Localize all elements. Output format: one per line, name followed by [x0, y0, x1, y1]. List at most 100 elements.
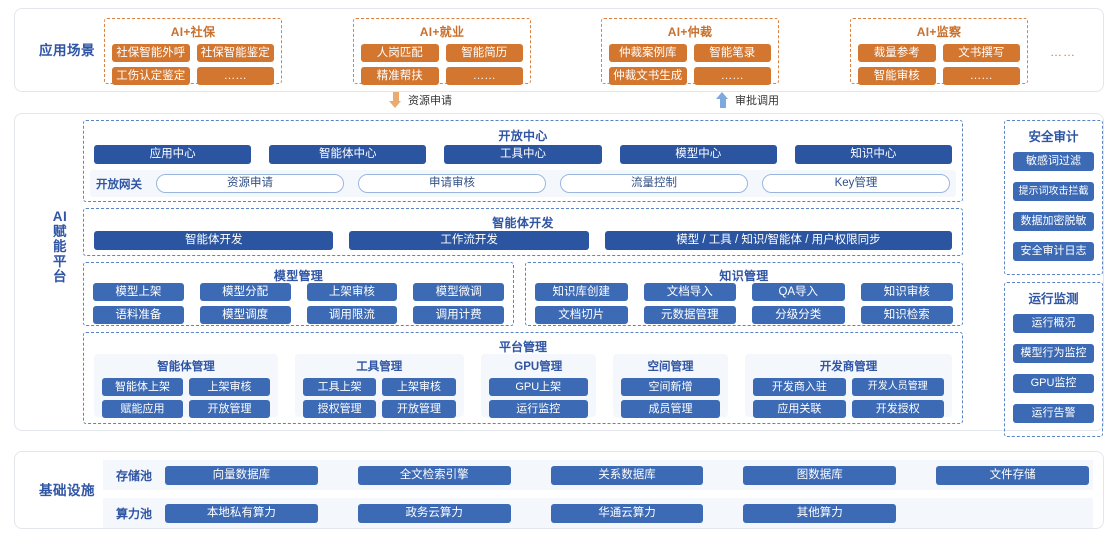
open-center-title: 开放中心	[498, 129, 548, 143]
scenario-chip[interactable]: 文书撰写	[942, 44, 1020, 62]
runtime-monitor-item[interactable]: GPU监控	[1013, 374, 1094, 393]
gateway-item[interactable]: Key管理	[762, 174, 950, 193]
infrastructure-card: 基础设施 存储池 向量数据库 全文检索引擎 关系数据库 图数据库 文件存储 算力…	[14, 451, 1104, 529]
model-mgmt-item[interactable]: 上架审核	[306, 283, 398, 301]
column-buttons: 工具上架 上架审核 授权管理 开放管理	[302, 378, 456, 418]
scenario-chip[interactable]: 工伤认定鉴定	[112, 67, 190, 85]
scenario-chip[interactable]: 社保智能外呼	[112, 44, 190, 62]
infrastructure-item[interactable]: 关系数据库	[550, 465, 704, 485]
scenario-chip[interactable]: 仲裁案例库	[609, 44, 687, 62]
security-audit-panel: 安全审计 敏感词过滤 提示词攻击拦截 数据加密脱敏 安全审计日志	[1004, 120, 1103, 275]
model-mgmt-item[interactable]: 模型上架	[93, 283, 184, 301]
knowledge-mgmt-item[interactable]: 文档导入	[643, 283, 736, 301]
open-gateway-label: 开放网关	[96, 178, 142, 191]
agent-dev-title: 智能体开发	[492, 216, 554, 230]
model-mgmt-item[interactable]: 模型分配	[199, 283, 291, 301]
model-mgmt-item[interactable]: 调用限流	[306, 306, 398, 324]
platform-mgmt-item[interactable]: GPU上架	[488, 378, 588, 396]
security-audit-item[interactable]: 安全审计日志	[1013, 242, 1094, 261]
scenario-chip[interactable]: 智能简历	[445, 44, 523, 62]
scenario-row: 仲裁案例库 智能笔录	[609, 44, 771, 62]
scenario-chip[interactable]: 精准帮扶	[361, 67, 439, 85]
scenario-chip[interactable]: 智能审核	[858, 67, 936, 85]
platform-label-char: 赋	[53, 224, 67, 240]
security-audit-item[interactable]: 提示词攻击拦截	[1013, 182, 1094, 201]
gateway-item[interactable]: 资源申请	[156, 174, 344, 193]
scenario-group-title: AI+就业	[419, 25, 465, 39]
knowledge-mgmt-item[interactable]: 知识库创建	[535, 283, 628, 301]
model-mgmt-item[interactable]: 模型调度	[199, 306, 291, 324]
open-center-item[interactable]: 模型中心	[619, 145, 777, 164]
knowledge-mgmt-item[interactable]: 分级分类	[752, 306, 845, 324]
scenario-chip-more[interactable]: ……	[693, 67, 771, 85]
infrastructure-item[interactable]: 文件存储	[936, 465, 1089, 485]
scenario-chip-more[interactable]: ……	[942, 67, 1020, 85]
platform-mgmt-item[interactable]: 运行监控	[488, 400, 588, 418]
agent-dev-item[interactable]: 智能体开发	[94, 231, 334, 250]
platform-mgmt-item[interactable]: 开发商入驻	[753, 378, 846, 396]
infrastructure-item[interactable]: 其他算力	[743, 503, 897, 523]
platform-mgmt-item[interactable]: 上架审核	[188, 378, 270, 396]
platform-mgmt-item[interactable]: 智能体上架	[102, 378, 183, 396]
platform-mgmt-item[interactable]: 空间新增	[620, 378, 721, 396]
scenario-chip[interactable]: 社保智能鉴定	[196, 44, 274, 62]
agent-dev-item[interactable]: 模型 / 工具 / 知识/智能体 / 用户权限同步	[604, 231, 952, 250]
infrastructure-item[interactable]: 全文检索引擎	[357, 465, 511, 485]
scenario-chip-more[interactable]: ……	[445, 67, 523, 85]
scenario-chip[interactable]: 裁量参考	[858, 44, 936, 62]
model-mgmt-block: 模型管理 模型上架 模型分配 上架审核 模型微调 语料准备 模型调度 调用限流 …	[83, 262, 514, 326]
platform-mgmt-item[interactable]: 上架审核	[382, 378, 456, 396]
security-audit-item[interactable]: 敏感词过滤	[1013, 152, 1094, 171]
platform-mgmt-item[interactable]: 开发人员管理	[851, 378, 944, 396]
knowledge-mgmt-item[interactable]: 知识检索	[860, 306, 953, 324]
storage-pool-row: 存储池 向量数据库 全文检索引擎 关系数据库 图数据库 文件存储	[103, 460, 1093, 490]
scenario-chip-more[interactable]: ……	[196, 67, 274, 85]
scenario-row: 裁量参考 文书撰写	[858, 44, 1020, 62]
knowledge-mgmt-item[interactable]: 文档切片	[535, 306, 628, 324]
model-mgmt-item[interactable]: 调用计费	[413, 306, 504, 324]
open-center-item[interactable]: 工具中心	[444, 145, 602, 164]
open-center-item[interactable]: 智能体中心	[269, 145, 427, 164]
infrastructure-item[interactable]: 政务云算力	[357, 503, 511, 523]
scenario-chip[interactable]: 智能笔录	[693, 44, 771, 62]
gateway-item[interactable]: 流量控制	[560, 174, 748, 193]
scenario-chip[interactable]: 仲裁文书生成	[609, 67, 687, 85]
model-mgmt-item[interactable]: 模型微调	[413, 283, 504, 301]
platform-mgmt-item[interactable]: 赋能应用	[102, 400, 183, 418]
runtime-monitor-item[interactable]: 运行概况	[1013, 314, 1094, 333]
runtime-monitor-item[interactable]: 运行告警	[1013, 404, 1094, 423]
scenario-chip[interactable]: 人岗匹配	[361, 44, 439, 62]
security-audit-item[interactable]: 数据加密脱敏	[1013, 212, 1094, 231]
knowledge-mgmt-item[interactable]: 知识审核	[860, 283, 953, 301]
platform-mgmt-item[interactable]: 应用关联	[753, 400, 846, 418]
agent-dev-item[interactable]: 工作流开发	[349, 231, 589, 250]
open-center-item[interactable]: 应用中心	[94, 145, 252, 164]
runtime-monitor-title: 运行监测	[1028, 292, 1079, 306]
infrastructure-item[interactable]: 本地私有算力	[165, 503, 318, 523]
platform-mgmt-item[interactable]: 开放管理	[382, 400, 456, 418]
model-mgmt-item[interactable]: 语料准备	[93, 306, 184, 324]
platform-mgmt-item[interactable]: 授权管理	[302, 400, 377, 418]
open-center-item[interactable]: 知识中心	[794, 145, 953, 164]
knowledge-mgmt-item[interactable]: QA导入	[752, 283, 845, 301]
column-buttons: 开发商入驻 开发人员管理 应用关联 开发授权	[753, 378, 944, 418]
platform-mgmt-item[interactable]: 成员管理	[620, 400, 721, 418]
platform-card: AI 赋 能 平 台 开放中心 应用中心 智能体中心 工具中心 模型中心 知识中…	[14, 113, 1104, 437]
runtime-monitor-item[interactable]: 模型行为监控	[1013, 344, 1094, 363]
gateway-item[interactable]: 申请审核	[358, 174, 546, 193]
scenario-group-title: AI+监察	[916, 25, 962, 39]
row-spacer	[936, 504, 1089, 523]
platform-mgmt-item[interactable]: 工具上架	[302, 378, 377, 396]
infrastructure-item[interactable]: 图数据库	[743, 465, 897, 485]
scenario-group-title: AI+仲裁	[667, 25, 713, 39]
agent-dev-row: 智能体开发 工作流开发 模型 / 工具 / 知识/智能体 / 用户权限同步	[94, 231, 952, 250]
infrastructure-item[interactable]: 华通云算力	[550, 503, 704, 523]
platform-mgmt-column-space: 空间管理 空间新增 成员管理	[612, 354, 729, 418]
platform-mgmt-item[interactable]: 开发授权	[851, 400, 944, 418]
open-center-block: 开放中心 应用中心 智能体中心 工具中心 模型中心 知识中心 开放网关 资源申请…	[83, 120, 963, 202]
scenario-group-jiuye: AI+就业 人岗匹配 智能简历 精准帮扶 ……	[353, 18, 531, 85]
knowledge-mgmt-item[interactable]: 元数据管理	[643, 306, 736, 324]
scenarios-section-label: 应用场景	[39, 43, 95, 58]
infrastructure-item[interactable]: 向量数据库	[165, 465, 318, 485]
platform-mgmt-item[interactable]: 开放管理	[188, 400, 270, 418]
